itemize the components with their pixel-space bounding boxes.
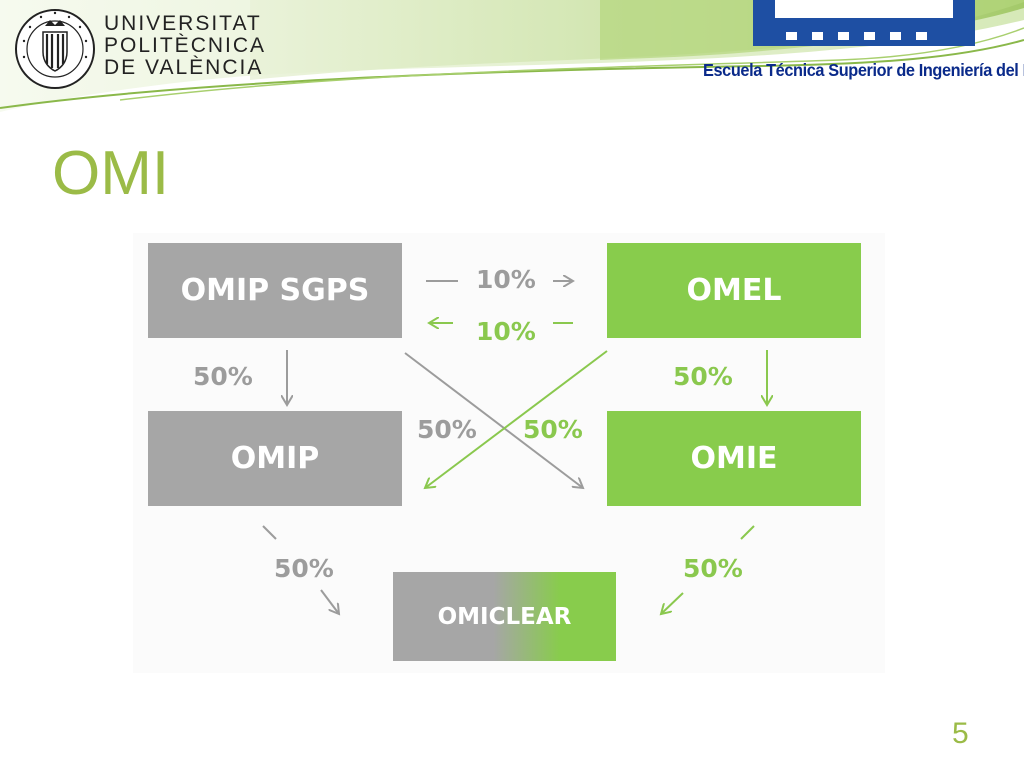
edge-label-sgps-to-omip: 50% — [193, 362, 253, 391]
omi-structure-diagram: OMIP SGPS OMEL OMIP OMIE OMICLEAR 10% 10… — [133, 233, 885, 673]
school-name: Escuela Técnica Superior de Ingeniería d… — [703, 60, 1024, 80]
slide-title: OMI — [52, 139, 170, 208]
node-omel: OMEL — [607, 243, 861, 338]
university-name-line1: UNIVERSITAT — [104, 12, 262, 35]
node-omel-label: OMEL — [686, 273, 782, 308]
etsid-building-logo — [753, 0, 975, 46]
university-name-line3: DE VALÈNCIA — [104, 56, 264, 79]
node-omip-label: OMIP — [230, 441, 320, 476]
edge-label-sgps-to-omel: 10% — [476, 265, 536, 294]
upv-seal-logo — [15, 9, 95, 89]
edge-label-omel-to-sgps: 10% — [476, 317, 536, 346]
node-omip: OMIP — [148, 411, 402, 506]
edge-label-omel-to-omip: 50% — [523, 415, 583, 444]
arrow-sgps-to-omie — [404, 352, 583, 488]
arrow-omip-to-clear-tail — [262, 525, 277, 540]
slide-header: UNIVERSITAT POLITÈCNICA DE VALÈNCIA Escu… — [0, 0, 1024, 120]
node-omie-label: OMIE — [690, 441, 778, 476]
arrow-omip-to-clear-head — [320, 589, 339, 614]
node-omiclear-label: OMICLEAR — [437, 603, 572, 630]
university-name-line2: POLITÈCNICA — [104, 34, 267, 57]
edge-label-omie-to-clear: 50% — [683, 554, 743, 583]
arrow-omel-to-omip — [425, 350, 608, 488]
diagram-arrows — [262, 233, 885, 673]
node-omie: OMIE — [607, 411, 861, 506]
edge-label-omip-to-clear: 50% — [274, 554, 334, 583]
node-omiclear: OMICLEAR — [393, 572, 616, 661]
node-omip-sgps: OMIP SGPS — [148, 243, 402, 338]
arrow-omie-to-clear-tail — [740, 525, 755, 540]
page-number: 5 — [952, 717, 969, 750]
university-name: UNIVERSITAT POLITÈCNICA DE VALÈNCIA — [104, 13, 266, 79]
edge-label-omel-to-omie: 50% — [673, 362, 733, 391]
node-omip-sgps-label: OMIP SGPS — [180, 273, 370, 308]
edge-label-sgps-to-omie: 50% — [417, 415, 477, 444]
arrow-omie-to-clear-head — [661, 592, 684, 614]
